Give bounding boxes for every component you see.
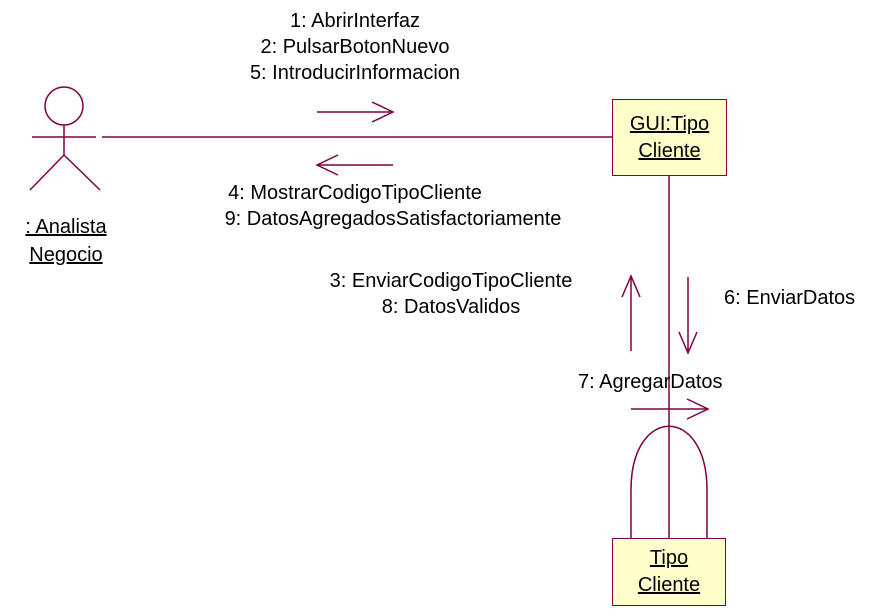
object-tipo-line1: Tipo bbox=[649, 547, 689, 569]
actor-right-leg bbox=[63, 154, 101, 191]
message-label: 1: AbrirInterfaz bbox=[289, 10, 421, 32]
message-label: 4: MostrarCodigoTipoCliente bbox=[228, 182, 482, 204]
object-tipo-line2: Cliente bbox=[637, 574, 701, 596]
object-tipo-cliente[interactable]: Tipo Cliente bbox=[612, 538, 726, 606]
message-to-tipo: 6: EnviarDatos bbox=[724, 287, 856, 309]
arrow-self-message bbox=[631, 398, 710, 420]
messages-to-actor: 4: MostrarCodigoTipoCliente 9: DatosAgre… bbox=[100, 180, 610, 232]
self-link-loop bbox=[630, 425, 708, 538]
message-self: 7: AgregarDatos bbox=[578, 371, 723, 393]
arrow-up-to-gui bbox=[621, 274, 641, 351]
arrow-down-to-tipo bbox=[678, 277, 698, 355]
messages-to-gui-from-tipo: 3: EnviarCodigoTipoCliente 8: DatosValid… bbox=[280, 268, 622, 320]
message-label: 2: PulsarBotonNuevo bbox=[260, 36, 450, 58]
messages-to-gui: 1: AbrirInterfaz 2: PulsarBotonNuevo 5: … bbox=[200, 8, 510, 86]
actor-left-leg bbox=[29, 154, 65, 191]
object-gui-line2: Cliente bbox=[638, 139, 701, 162]
arrow-to-gui bbox=[317, 101, 395, 123]
actor-name-line2: Negocio bbox=[29, 244, 103, 266]
object-gui-line1: GUI:Tipo bbox=[629, 112, 710, 135]
message-label: 9: DatosAgregadosSatisfactoriamente bbox=[224, 208, 562, 230]
object-gui-tipo-cliente[interactable]: GUI:Tipo Cliente bbox=[612, 99, 727, 176]
actor-stick-figure bbox=[29, 86, 101, 191]
actor-name-line1: : Analista bbox=[25, 216, 107, 238]
message-label: 3: EnviarCodigoTipoCliente bbox=[329, 270, 573, 292]
message-label: 8: DatosValidos bbox=[381, 296, 521, 318]
message-label: 5: IntroducirInformacion bbox=[249, 62, 461, 84]
arrow-to-actor bbox=[315, 154, 393, 176]
actor-head bbox=[44, 86, 84, 126]
actor-name[interactable]: : Analista Negocio bbox=[0, 213, 132, 269]
